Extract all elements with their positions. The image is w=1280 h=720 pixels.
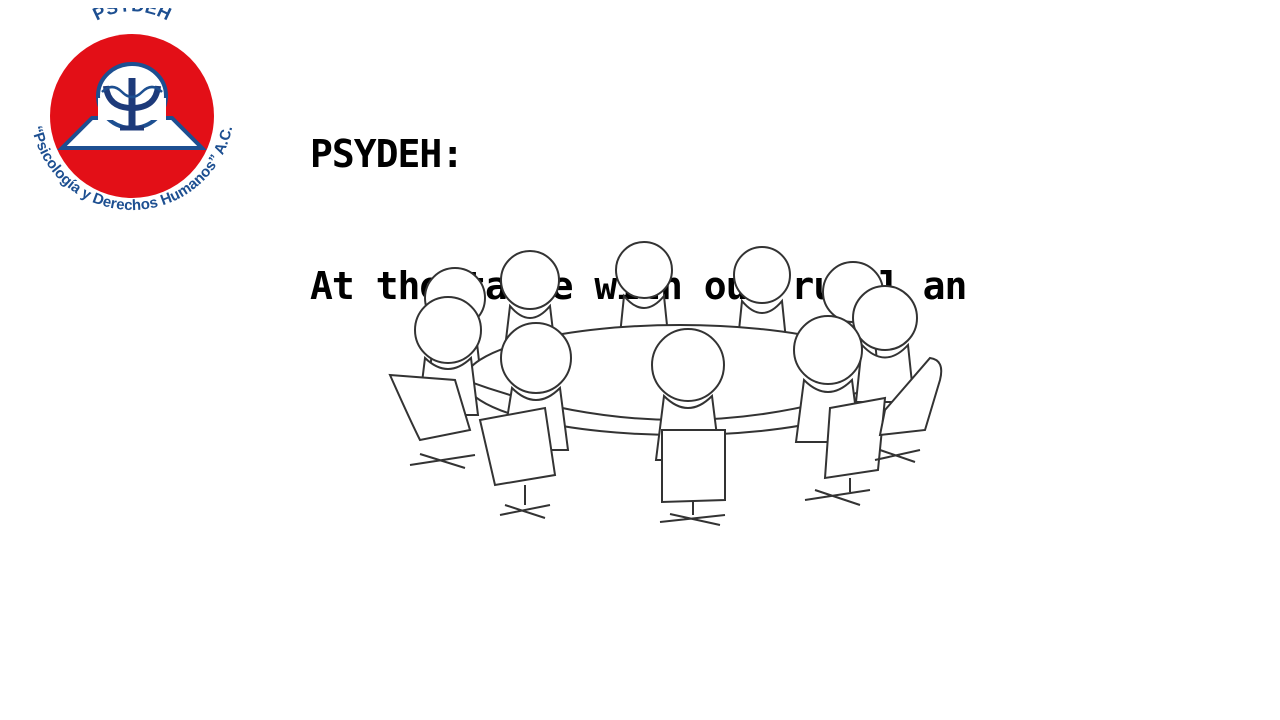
- logo-top-text: PSYDEH: [90, 0, 175, 24]
- psydeh-logo: PSYDEH “Psicología y Derechos Humanos” A…: [22, 0, 242, 223]
- chair-side-left: [388, 373, 476, 469]
- svg-text:PSYDEH: PSYDEH: [90, 8, 175, 24]
- person-back-4: [733, 246, 791, 341]
- chair-side-right: [874, 356, 943, 463]
- chair-front-3: [804, 396, 887, 506]
- meeting-round-table-illustration: [380, 230, 960, 540]
- chair-front-2: [659, 429, 726, 526]
- chair-front-1: [478, 406, 557, 519]
- person-back-3: [615, 241, 673, 336]
- person-side-right: [852, 285, 918, 403]
- title-line-1: PSYDEH:: [310, 132, 464, 176]
